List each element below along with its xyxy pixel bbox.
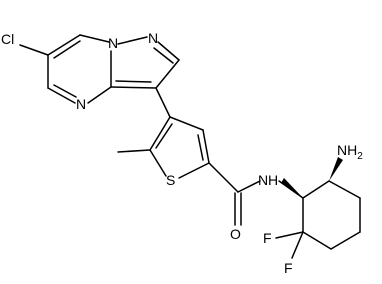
- bond-c3-t4: [155, 87, 171, 118]
- atom-label-o: O: [230, 226, 241, 242]
- atom-label-n-bridge: N: [108, 35, 118, 51]
- bond-n1-c2: [157, 41, 180, 61]
- bond-c5-n4-inner: [53, 84, 77, 98]
- atom-label-n-pyrazole: N: [148, 30, 158, 46]
- wedge-bond-c2-nh2: [329, 157, 343, 181]
- bond-c6-c7: [47, 34, 81, 56]
- wedge-bond-c1-n: [281, 178, 303, 198]
- atom-label-nh2-subscript: 2: [357, 151, 363, 162]
- bond-t3-t2-inner: [197, 134, 204, 161]
- atom-label-n-amide: N: [258, 172, 268, 188]
- bond-carbonyl-n: [237, 180, 261, 193]
- bond-n4-c3a: [87, 86, 112, 104]
- bond-c7-n-bridge: [79, 34, 110, 43]
- bond-t2-s: [178, 162, 210, 179]
- bond-t4-t3: [169, 116, 204, 131]
- bond-c2-c3: [328, 180, 361, 199]
- bond-t3-t2: [202, 129, 210, 164]
- bond-c2-c3: [155, 59, 180, 89]
- bond-n-bridge-n1: [117, 36, 148, 45]
- bond-t5-methyl: [117, 149, 151, 153]
- atom-label-n-pyrimidine: N: [76, 96, 86, 112]
- bond-n1-c2-inner: [153, 47, 174, 64]
- bond-c3-c3a-inner: [115, 80, 152, 83]
- bond-cl-c6: [19, 44, 49, 56]
- bond-c3-c3a: [110, 86, 157, 89]
- bonds: [19, 34, 361, 259]
- atom-label-h-amide: H: [268, 172, 278, 188]
- bond-c6-c7-inner: [53, 40, 81, 59]
- bond-c5-n4: [47, 87, 76, 104]
- bond-s-t5: [149, 149, 167, 177]
- atom-label-nh2: NH2: [337, 142, 363, 162]
- atom-label-nh2-text: NH: [337, 142, 357, 158]
- bond-t5-t4: [149, 116, 171, 151]
- atom-label-f1: F: [263, 230, 272, 246]
- bond-c4-c5: [330, 231, 361, 250]
- bond-c6-f2: [291, 231, 304, 259]
- atom-label-cl: Cl: [1, 31, 14, 47]
- bond-c6-f1: [275, 231, 304, 239]
- atom-label-f2: F: [284, 260, 293, 276]
- bond-c5-c6: [302, 231, 332, 250]
- atom-label-s: S: [166, 172, 175, 188]
- atom-labels: Cl N N N S O N H NH2 F F: [1, 30, 363, 276]
- bond-c1-c2: [302, 180, 330, 199]
- bond-t5-t4-inner: [155, 123, 173, 149]
- bond-t2-carbonyl: [208, 162, 239, 193]
